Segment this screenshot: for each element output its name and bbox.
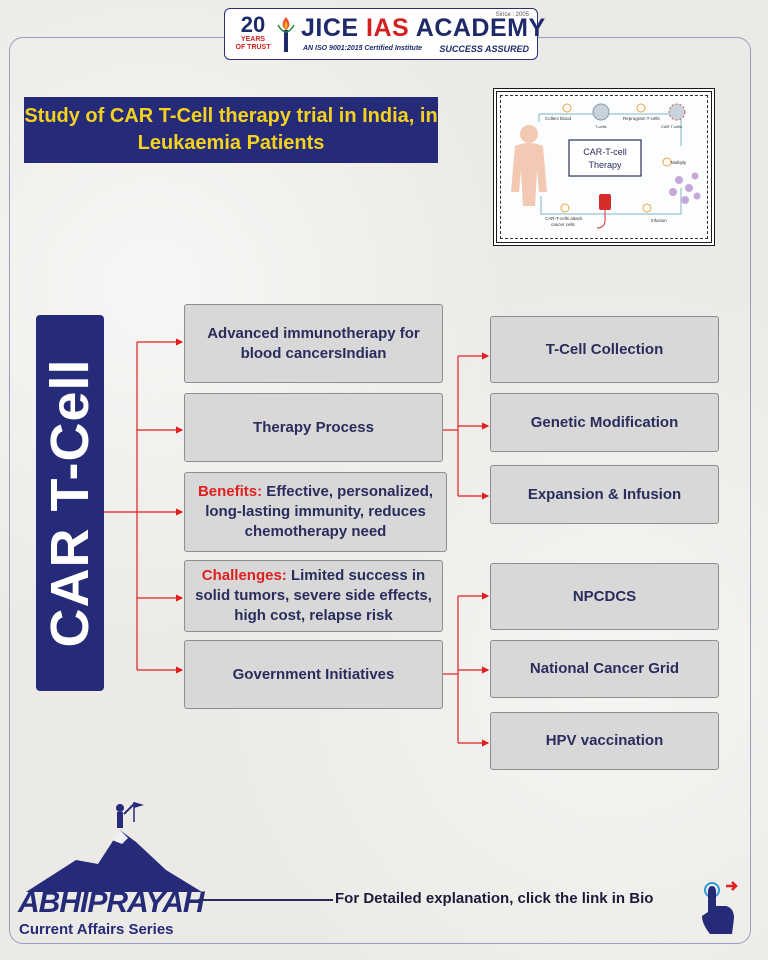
illus-step-reprogram: Reprogram T-cells [623, 116, 660, 121]
branch-benefits-text: Benefits: Effective, personalized, long-… [191, 482, 440, 542]
since-text: Since : 2005 [495, 12, 529, 18]
brand-jice: JICE [301, 14, 359, 42]
pointing-hand-icon [702, 881, 738, 934]
illus-center-line1: CAR-T-cell [583, 147, 627, 157]
illus-t-cells: T-cells [595, 124, 607, 129]
branch-advanced-immunotherapy: Advanced immunotherapy for blood cancers… [184, 304, 443, 383]
branch-therapy-process-text: Therapy Process [253, 418, 374, 436]
brand-name: ABHIPRAYAH [18, 886, 205, 919]
illus-step-multiply: Multiply [671, 160, 687, 165]
step-genetic-modification-text: Genetic Modification [530, 413, 679, 431]
abhiprayah-brand: ABHIPRAYAH Current Affairs Series [16, 800, 206, 945]
initiative-npcdcs: NPCDCS [490, 563, 719, 630]
brand-series: Current Affairs Series [19, 921, 174, 938]
illus-step-attack: CAR-T-cells attack [545, 216, 583, 221]
branch-challenges-text: Challenges: Limited success in solid tum… [191, 566, 436, 626]
car-t-cell-side-label: CAR T-Cell [36, 315, 104, 691]
branch-therapy-process: Therapy Process [184, 393, 443, 462]
initiative-national-cancer-grid-text: National Cancer Grid [529, 660, 680, 677]
process-diagram-art: CAR-T-cell Therapy Collect blood Reprogr… [511, 103, 701, 229]
step-expansion-infusion-text: Expansion & Infusion [527, 485, 682, 503]
branch-government-initiatives-text: Government Initiatives [232, 665, 395, 683]
challenges-content: Limited success in solid tumors, severe … [195, 567, 432, 624]
initiative-national-cancer-grid: National Cancer Grid [490, 640, 719, 698]
iso-text: AN ISO 9001:2015 Certified Institute [303, 45, 423, 52]
step-genetic-modification: Genetic Modification [490, 393, 719, 452]
illus-step-collect: Collect blood [545, 116, 572, 121]
torch-icon [277, 17, 295, 52]
challenges-label: Challenges: [201, 567, 287, 584]
illus-center-line2: Therapy [588, 160, 622, 170]
initiative-npcdcs-text: NPCDCS [572, 587, 637, 605]
mountain-flag-icon [26, 802, 202, 892]
page-title: Study of CAR T-Cell therapy trial in Ind… [24, 97, 438, 163]
bio-link-cta[interactable]: For Detailed explanation, click the link… [335, 890, 654, 907]
years-number: 20 [240, 12, 266, 37]
benefits-content: Effective, personalized, long-lasting im… [205, 483, 434, 540]
car-t-process-illustration: CAR-T-cell Therapy Collect blood Reprogr… [493, 88, 715, 246]
illus-step-attack-2: cancer cells [551, 222, 576, 227]
academy-name: JICE IAS ACADEMY [301, 14, 546, 43]
human-figure [511, 125, 547, 206]
branch-benefits: Benefits: Effective, personalized, long-… [184, 472, 447, 552]
step-t-cell-collection-text: T-Cell Collection [545, 340, 664, 358]
benefits-label: Benefits: [197, 483, 263, 500]
branch-challenges: Challenges: Limited success in solid tum… [184, 560, 443, 632]
tagline: SUCCESS ASSURED [439, 44, 529, 54]
brand-ias: IAS [366, 14, 410, 42]
branch-advanced-immunotherapy-text: Advanced immunotherapy for blood cancers… [207, 324, 420, 362]
step-t-cell-collection: T-Cell Collection [490, 316, 719, 383]
brand-academy: ACADEMY [415, 14, 546, 42]
illus-step-infusion: Infusion [651, 218, 667, 223]
step-expansion-infusion: Expansion & Infusion [490, 465, 719, 524]
branch-government-initiatives: Government Initiatives [184, 640, 443, 709]
illus-car-t-cells: CAR T-cells [661, 124, 682, 129]
initiative-hpv-vaccination: HPV vaccination [490, 712, 719, 770]
initiative-hpv-vaccination-text: HPV vaccination [545, 732, 664, 749]
footer-divider [198, 899, 333, 901]
